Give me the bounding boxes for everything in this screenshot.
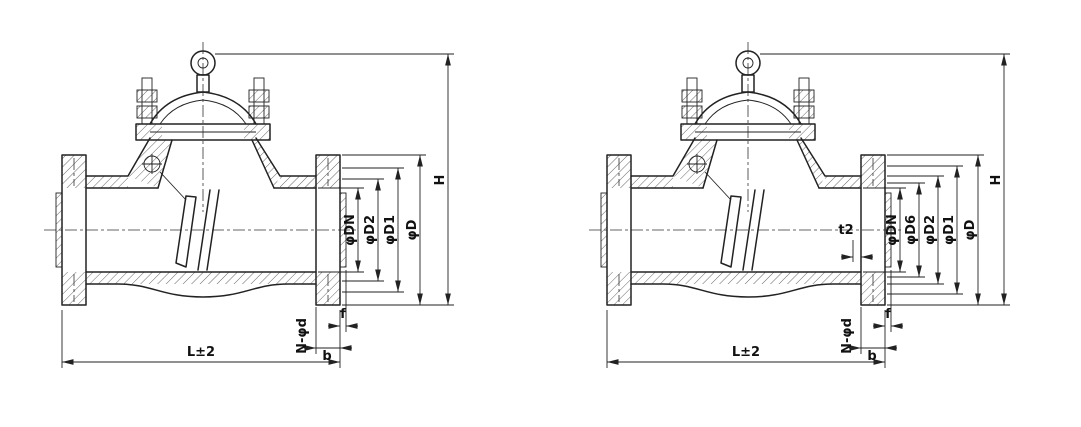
dim-label-dn-left: φDN — [343, 214, 358, 246]
right-valve-body-view — [588, 41, 902, 306]
left-valve-body-view — [43, 41, 357, 306]
dim-label-h-right: H — [989, 175, 1004, 186]
dim-label-t2-right: t2 — [838, 223, 853, 238]
dim-label-f-right: f — [885, 307, 891, 322]
dim-label-l-left: L±2 — [187, 345, 215, 360]
dim-label-d1-right: φD1 — [942, 215, 957, 245]
left-valve-dimensions: φDN φD2 φD1 φD H N-φd b f L±2 — [61, 53, 454, 368]
dim-label-dn-right: φDN — [885, 214, 900, 246]
dim-label-d-right: φD — [963, 219, 978, 240]
dim-label-h-left: H — [433, 175, 448, 186]
dim-label-d-left: φD — [405, 219, 420, 240]
dim-label-nd-right: N-φd — [840, 318, 855, 354]
right-valve-dimensions: φDN φD6 φD2 φD1 φD H t2 N-φd b f L±2 — [606, 53, 1010, 368]
dim-label-d1-left: φD1 — [383, 215, 398, 245]
dim-label-b-right: b — [867, 349, 876, 364]
dim-label-f-left: f — [340, 307, 346, 322]
dim-label-d6-right: φD6 — [904, 215, 919, 245]
dim-label-d2-left: φD2 — [363, 215, 378, 245]
dim-label-d2-right: φD2 — [923, 215, 938, 245]
dim-label-nd-left: N-φd — [295, 318, 310, 354]
dim-label-l-right: L±2 — [732, 345, 760, 360]
dim-label-b-left: b — [322, 349, 331, 364]
